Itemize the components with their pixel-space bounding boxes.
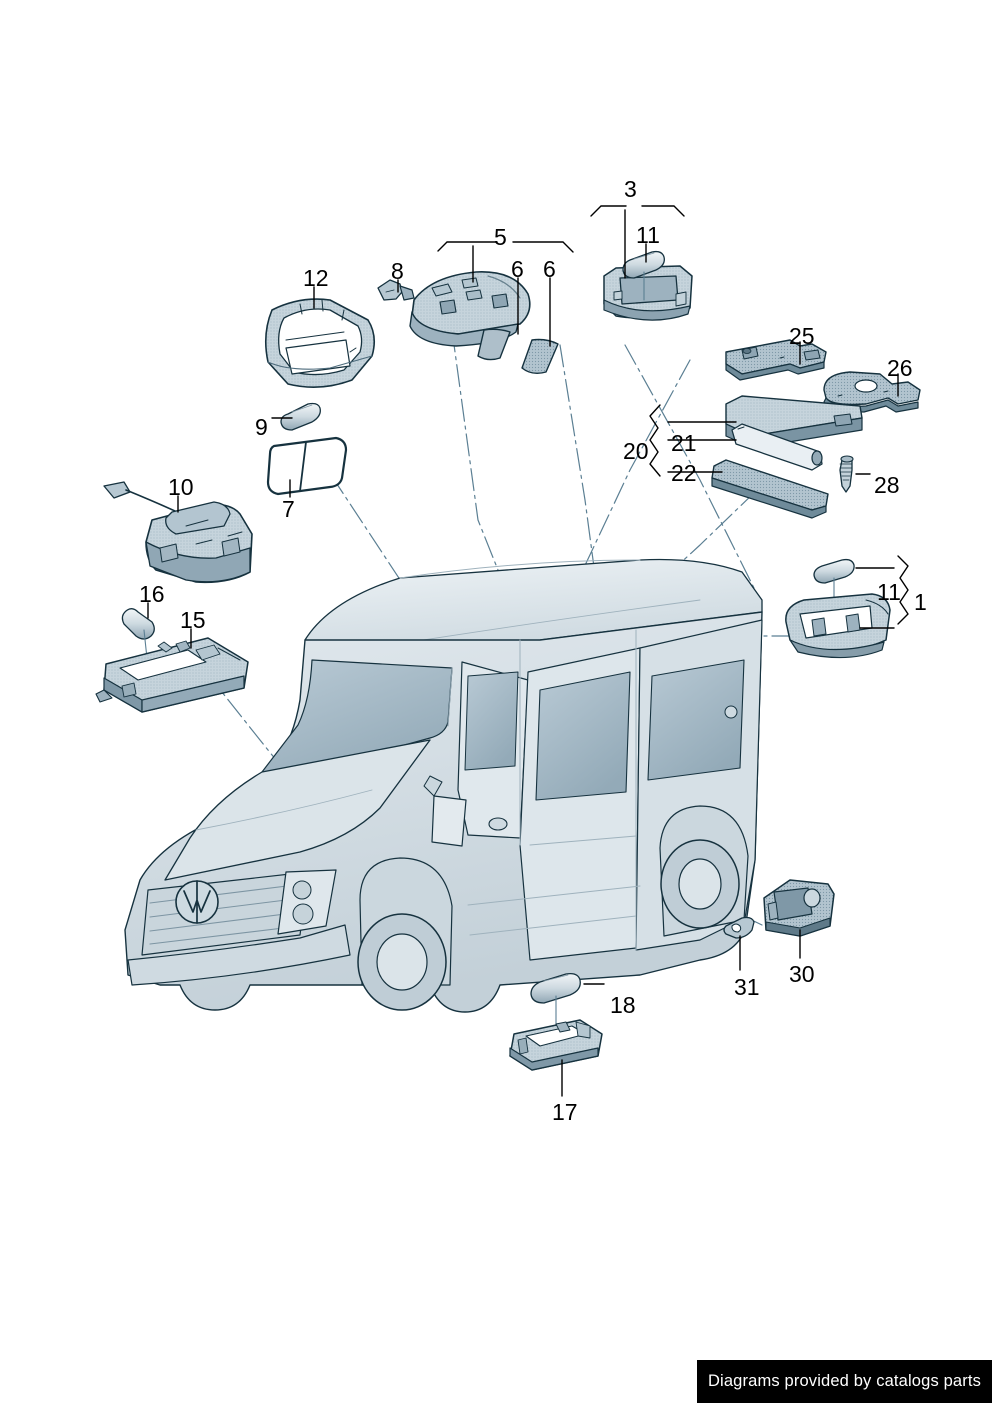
callout-1[interactable]: 1 [914, 589, 927, 615]
callout-5[interactable]: 5 [494, 224, 507, 250]
watermark-text: Diagrams provided by catalogs parts [707, 1372, 982, 1390]
part-18-bulb [530, 972, 581, 1004]
callout-16[interactable]: 16 [139, 581, 165, 607]
part-20-tube [731, 423, 823, 471]
callout-11b[interactable]: 11 [877, 579, 901, 605]
callout-12[interactable]: 12 [303, 265, 329, 291]
part-15-entry-light [95, 637, 249, 713]
part-22-diffuser [711, 459, 829, 519]
part-1-rear-lamp [785, 593, 891, 659]
part-11a-bulb [622, 250, 665, 279]
part-5-front-roof-light [409, 271, 531, 347]
callout-6b[interactable]: 6 [543, 256, 556, 282]
callout-9[interactable]: 9 [255, 414, 268, 440]
callout-3[interactable]: 3 [624, 176, 637, 202]
callout-17[interactable]: 17 [552, 1099, 578, 1125]
callout-7[interactable]: 7 [282, 496, 295, 522]
part-30-door-lamp [763, 879, 835, 937]
part-17-step-lamp [509, 1019, 603, 1071]
callout-15[interactable]: 15 [180, 607, 206, 633]
callout-18[interactable]: 18 [610, 992, 636, 1018]
callout-25[interactable]: 25 [789, 323, 815, 349]
part-8-bulb-socket [377, 279, 415, 301]
part-6a-lens-cover [477, 328, 511, 361]
part-9-bulb [280, 402, 321, 431]
part-11b-bulb [813, 558, 855, 584]
vehicle-illustration [124, 558, 763, 1013]
part-7-lens-frame [266, 436, 348, 496]
part-6b-lens-cover [521, 338, 559, 375]
callout-31[interactable]: 31 [734, 974, 760, 1000]
part-25-bracket [725, 339, 827, 381]
callout-30[interactable]: 30 [789, 961, 815, 987]
part-28-screw [839, 455, 854, 493]
callout-21[interactable]: 21 [671, 430, 697, 456]
callout-22[interactable]: 22 [671, 460, 697, 486]
callout-11a[interactable]: 11 [636, 222, 660, 248]
part-3-rear-roof-light [603, 265, 693, 321]
part-10-light-module [103, 481, 253, 584]
part-12-console-frame [264, 298, 376, 388]
callout-8[interactable]: 8 [391, 258, 404, 284]
part-16-bulb [121, 608, 155, 640]
callout-10[interactable]: 10 [168, 474, 194, 500]
part-31-bulb-holder [723, 916, 755, 939]
callout-6a[interactable]: 6 [511, 256, 524, 282]
callout-20[interactable]: 20 [623, 438, 649, 464]
callout-28[interactable]: 28 [874, 472, 900, 498]
callout-26[interactable]: 26 [887, 355, 913, 381]
watermark-banner: Diagrams provided by catalogs parts [697, 1360, 992, 1403]
